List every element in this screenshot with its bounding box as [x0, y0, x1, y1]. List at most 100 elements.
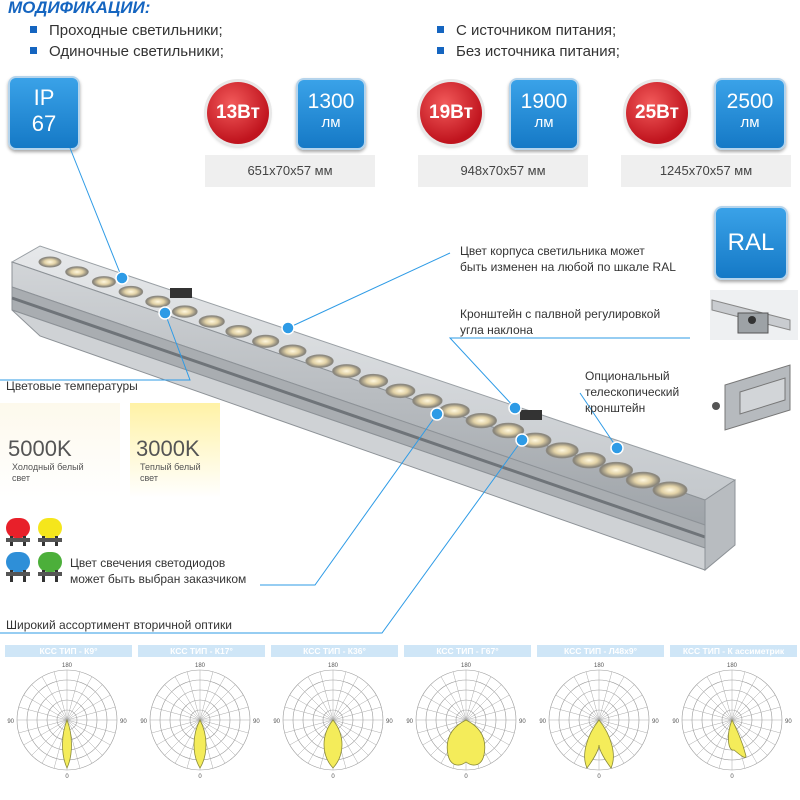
ip-badge-line1: IP — [33, 85, 55, 110]
bullet-square-icon — [30, 26, 37, 33]
polar-angle-label: 0 — [198, 774, 202, 780]
led-lens — [412, 393, 443, 409]
led-lens — [652, 481, 688, 499]
lumen-unit: лм — [321, 114, 341, 131]
polar-spoke — [465, 671, 480, 721]
polar-spoke — [66, 719, 116, 734]
polar-spoke — [440, 676, 467, 721]
polar-spoke — [332, 694, 377, 721]
light-distribution-curve — [193, 719, 207, 769]
led-lens — [305, 354, 334, 368]
size-label: 651х70х57 мм — [205, 155, 375, 187]
polar-spoke — [18, 719, 68, 734]
polar-angle-label: 90 — [785, 719, 792, 725]
polar-spoke — [332, 719, 382, 734]
lumen-unit: лм — [740, 114, 760, 131]
polar-spoke — [598, 671, 613, 721]
polar-spoke — [696, 719, 733, 756]
polar-spoke — [688, 694, 733, 721]
callout-dot — [281, 321, 295, 335]
size-label: 1245х70х57 мм — [621, 155, 791, 187]
note-line: угла наклона — [460, 323, 533, 337]
note-line: Цвет корпуса светильника может — [460, 244, 645, 258]
kss-label: КСС ТИП - К ассиметрик — [670, 645, 797, 657]
polar-angle-label: 0 — [331, 774, 335, 780]
light-distribution-curve — [446, 719, 486, 766]
polar-spoke — [598, 719, 643, 746]
led-lens — [599, 461, 634, 479]
polar-spoke — [598, 676, 625, 721]
polar-spoke — [706, 676, 733, 721]
polar-angle-label: 180 — [461, 663, 472, 669]
note-led-color: Цвет свечения светодиодов может быть выб… — [70, 555, 246, 587]
polar-spoke — [31, 684, 68, 721]
note-line: быть изменен на любой по шкале RAL — [460, 260, 676, 274]
polar-spoke — [41, 676, 68, 721]
polar-spoke — [731, 719, 768, 756]
note-line: Цвет свечения светодиодов — [70, 556, 226, 570]
polar-angle-label: 90 — [7, 719, 14, 725]
bullet-left-1: Проходные светильники; — [30, 22, 223, 39]
polar-spoke — [731, 676, 758, 721]
temp-box-warm: 3000K Теплый белый свет — [130, 403, 220, 498]
kss-label: КСС ТИП - К17° — [138, 645, 265, 657]
ip-badge-line2: 67 — [31, 111, 57, 136]
polar-spoke — [186, 671, 201, 721]
polar-spoke — [66, 719, 111, 746]
bullet-text: Одиночные светильники; — [49, 43, 224, 60]
kss-label: КСС ТИП - К9° — [5, 645, 132, 657]
polar-spoke — [465, 684, 502, 721]
polar-spoke — [66, 684, 103, 721]
polar-angle-label: 180 — [62, 663, 73, 669]
lumen-value: 2500 — [726, 90, 774, 113]
led-colors-illustration — [6, 518, 62, 582]
polar-spoke — [706, 719, 733, 764]
polar-angle-label: 90 — [672, 719, 679, 725]
polar-spoke — [598, 684, 635, 721]
polar-spoke — [731, 671, 746, 721]
polar-spoke — [199, 719, 236, 756]
kss-label: КСС ТИП - Г67° — [404, 645, 531, 657]
bullet-left-2: Одиночные светильники; — [30, 43, 224, 60]
led-lens — [118, 285, 144, 298]
light-distribution-curve — [62, 718, 72, 769]
polar-spoke — [18, 706, 68, 721]
lumen-unit: лм — [534, 114, 554, 131]
polar-angle-label: 90 — [539, 719, 546, 725]
polar-spoke — [332, 719, 369, 756]
led-lens — [252, 334, 280, 348]
polar-angle-label: 0 — [65, 774, 69, 780]
polar-spoke — [332, 684, 369, 721]
bullet-text: Проходные светильники; — [49, 22, 223, 39]
bracket-image — [710, 290, 798, 340]
polar-spoke — [66, 671, 81, 721]
polar-spoke — [297, 684, 334, 721]
polar-spoke — [199, 706, 249, 721]
led-green-icon — [38, 552, 62, 582]
led-lens — [38, 256, 62, 268]
temp-desc: свет — [12, 473, 31, 483]
bullet-text: С источником питания; — [456, 22, 617, 39]
polar-angle-label: 90 — [140, 719, 147, 725]
light-distribution-curve — [584, 719, 614, 769]
led-lens — [625, 471, 661, 489]
kss-label: КСС ТИП - Л48х9° — [537, 645, 664, 657]
led-lens — [545, 442, 579, 459]
led-lens — [572, 452, 606, 469]
temp-desc: Теплый белый — [140, 462, 201, 472]
polar-spoke — [66, 694, 111, 721]
polar-spoke — [731, 684, 768, 721]
polar-spoke — [199, 676, 226, 721]
note-optics: Широкий ассортимент вторичной оптики — [6, 618, 232, 632]
polar-spoke — [41, 719, 68, 764]
led-lens — [465, 413, 497, 429]
polar-spoke — [598, 706, 648, 721]
callout-dot — [508, 401, 522, 415]
polar-angle-label: 90 — [273, 719, 280, 725]
lumen-value: 1900 — [520, 90, 568, 113]
polar-spoke — [683, 719, 733, 734]
polar-spoke — [284, 719, 334, 734]
polar-angle-label: 90 — [406, 719, 413, 725]
polar-spoke — [156, 694, 201, 721]
